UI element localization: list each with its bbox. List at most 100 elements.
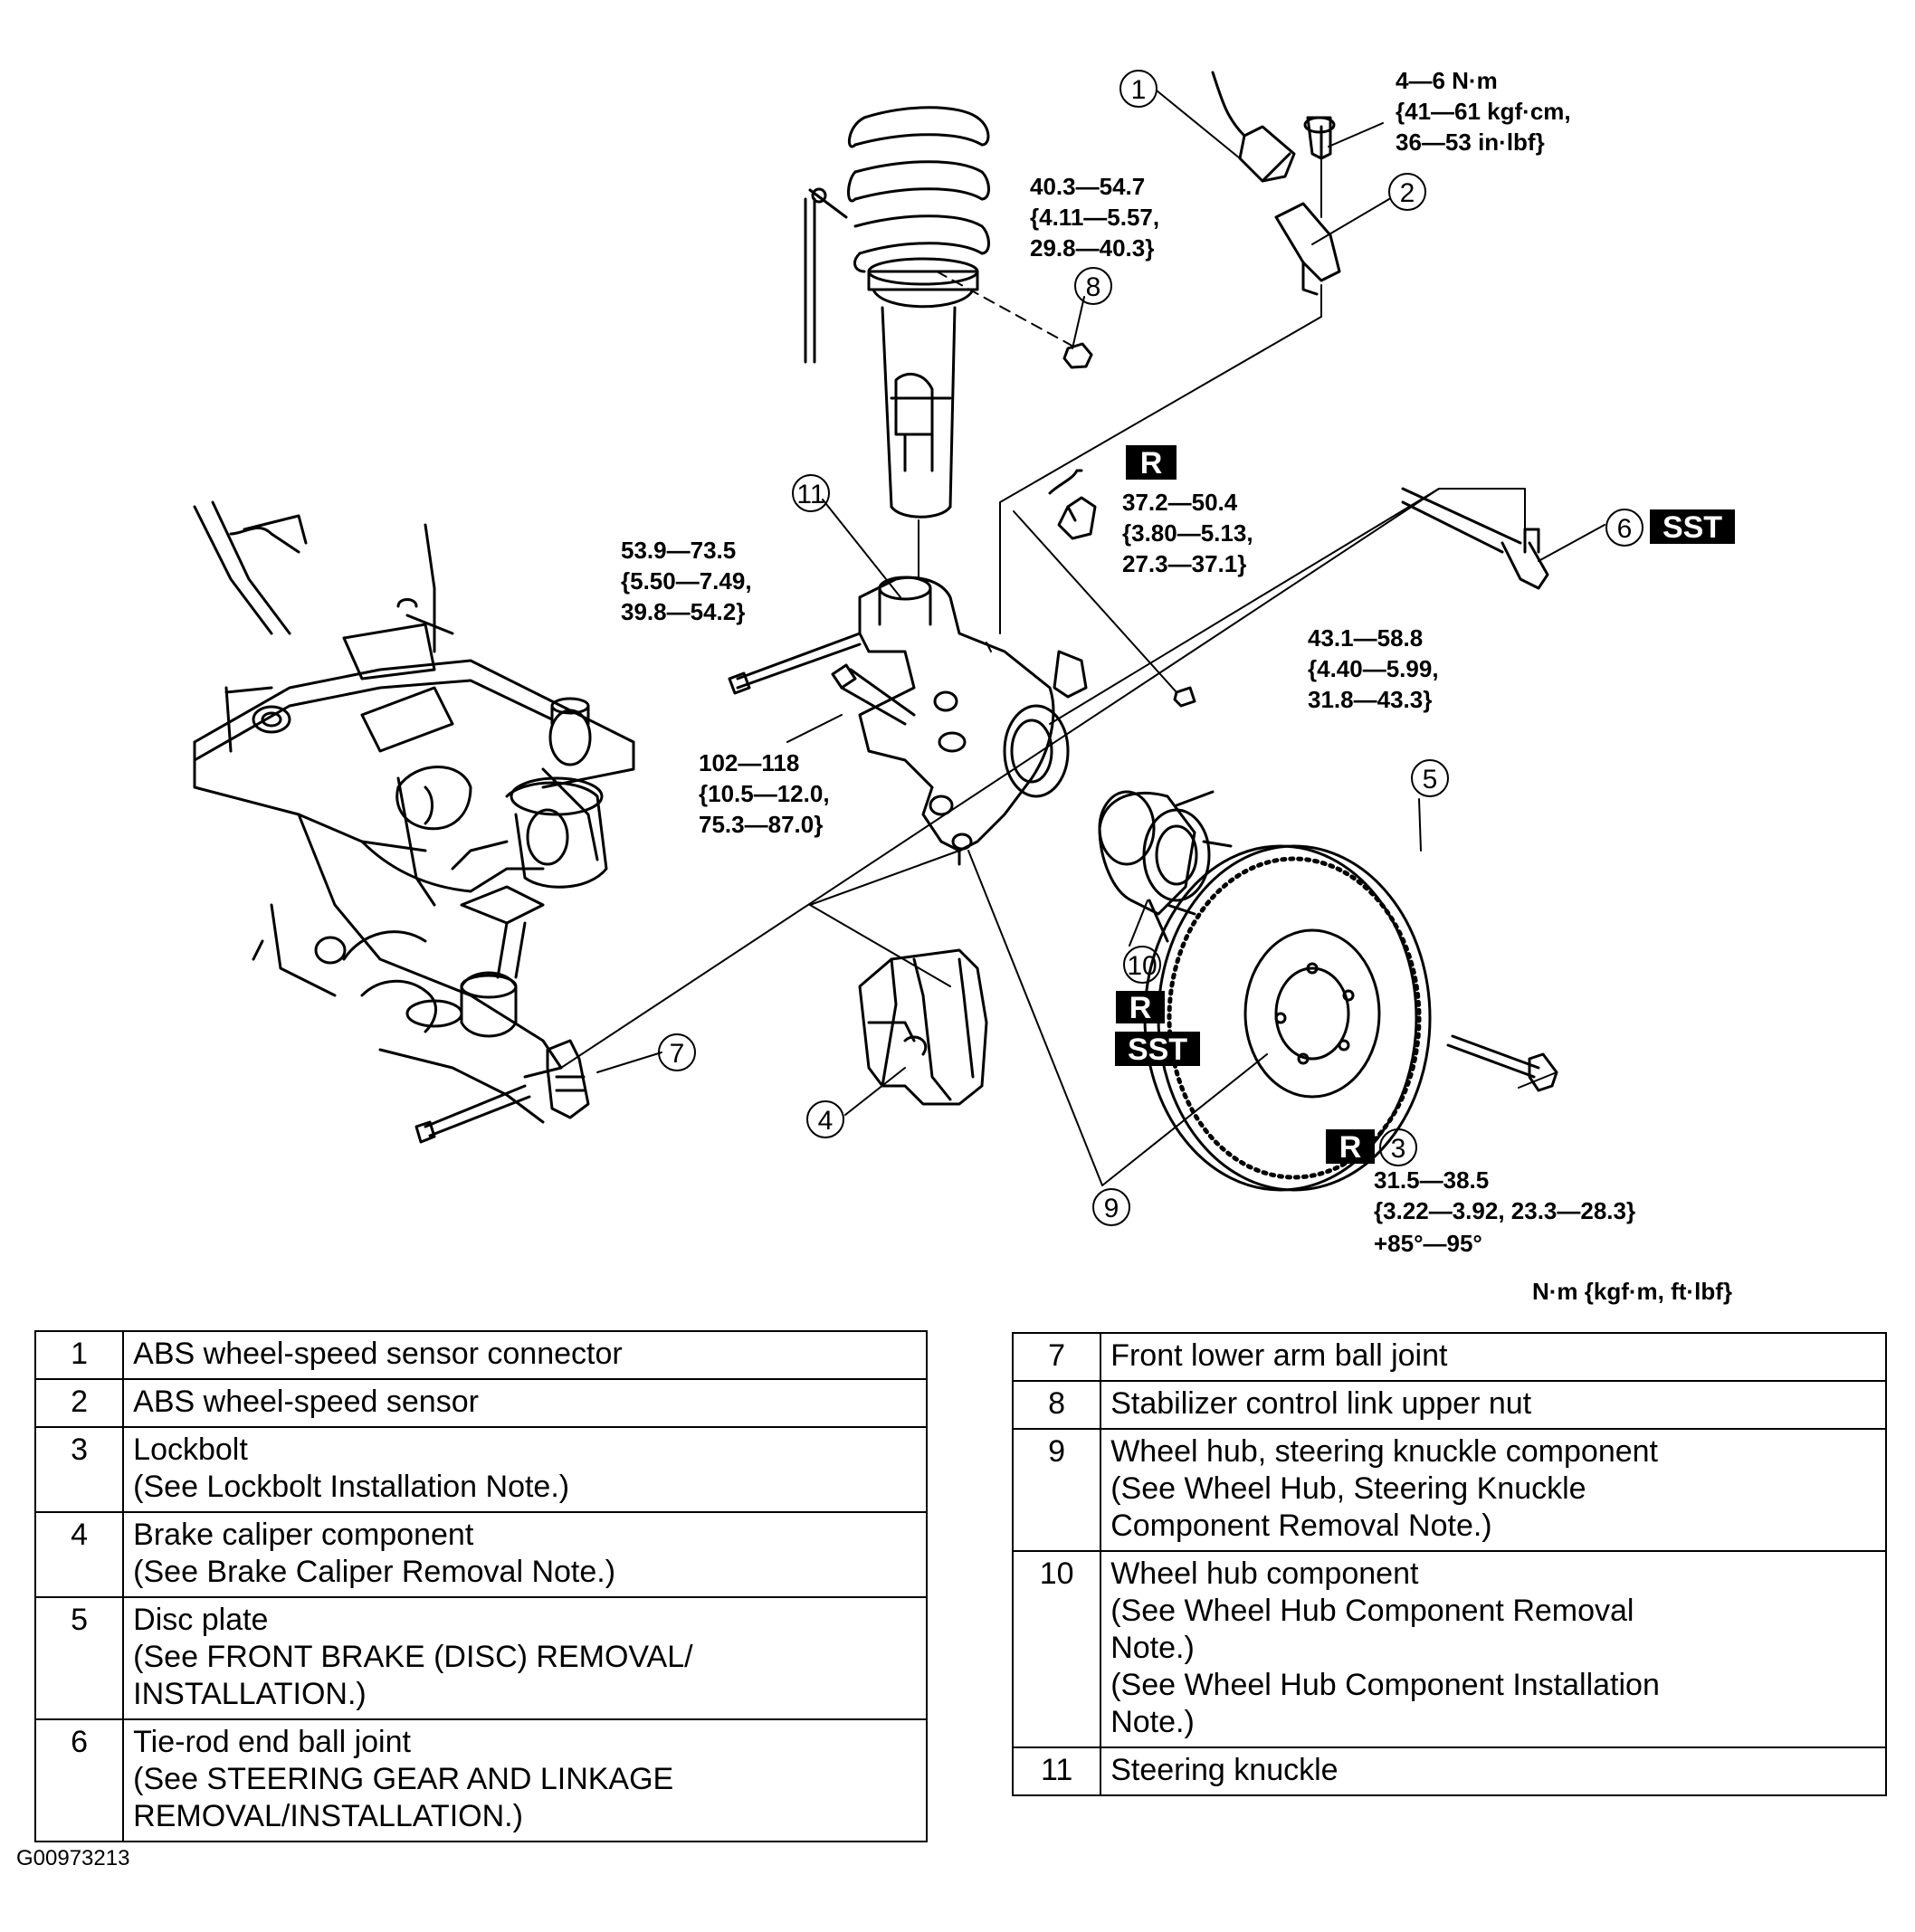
torque-stabilizer-nut: 40.3—54.7 {4.11—5.57, 29.8—40.3} [1030,173,1159,262]
callout-10: 10 [1123,946,1161,984]
part-description: Lockbolt (See Lockbolt Installation Note… [122,1426,928,1513]
svg-text:4: 4 [818,1106,834,1136]
svg-text:53.9—73.5: 53.9—73.5 [621,537,736,564]
part-description: ABS wheel-speed sensor [122,1378,928,1428]
table-row: 4 Brake caliper component (See Brake Cal… [33,1511,928,1598]
callout-9: 9 [1092,1188,1130,1226]
steering-knuckle-drawing [858,576,1088,866]
table-row: 3 Lockbolt (See Lockbolt Installation No… [33,1426,928,1513]
part-number: 7 [1011,1332,1102,1382]
callout-2: 2 [1388,173,1426,211]
part-description: Wheel hub component (See Wheel Hub Compo… [1100,1550,1887,1748]
callout-11: 11 [792,474,830,512]
svg-text:40.3—54.7: 40.3—54.7 [1030,173,1145,200]
table-row: 1 ABS wheel-speed sensor connector [33,1330,928,1380]
svg-text:SST: SST [1128,1033,1187,1067]
r-badge-tierod: R [1126,445,1177,481]
part-description: Front lower arm ball joint [1100,1332,1887,1382]
torque-sensor-bolt: 4—6 N·m {41—61 kgf·cm, 36—53 in·lbf} [1396,67,1571,156]
svg-text:75.3—87.0}: 75.3—87.0} [699,811,823,838]
part-description: Stabilizer control link upper nut [1100,1380,1887,1430]
part-number: 9 [1011,1428,1102,1552]
svg-text:29.8—40.3}: 29.8—40.3} [1030,234,1154,262]
part-description: Disc plate (See FRONT BRAKE (DISC) REMOV… [122,1596,928,1720]
torque-tierod-nut: 37.2—50.4 {3.80—5.13, 27.3—37.1} [1122,489,1253,577]
svg-text:{10.5—12.0,: {10.5—12.0, [699,780,830,807]
svg-text:+85°—95°: +85°—95° [1374,1230,1482,1257]
part-number: 5 [33,1596,125,1720]
table-row: 5 Disc plate (See FRONT BRAKE (DISC) REM… [33,1596,928,1720]
fasteners-drawing [414,125,1558,1144]
svg-text:11: 11 [796,480,824,509]
svg-text:3: 3 [1391,1134,1406,1164]
svg-text:31.5—38.5: 31.5—38.5 [1374,1166,1489,1194]
svg-text:R: R [1140,446,1163,481]
table-row: 11 Steering knuckle [1011,1746,1887,1796]
svg-text:9: 9 [1104,1194,1119,1223]
svg-text:39.8—54.2}: 39.8—54.2} [621,598,745,625]
part-description: Steering knuckle [1100,1746,1887,1796]
svg-text:36—53 in·lbf}: 36—53 in·lbf} [1396,128,1545,156]
callout-5: 5 [1411,759,1449,797]
torque-lockbolt: 31.5—38.5 {3.22—3.92, 23.3—28.3} +85°—95… [1374,1166,1635,1257]
brake-caliper-drawing [858,948,988,1106]
table-row: 6 Tie-rod end ball joint (See STEERING G… [33,1718,928,1842]
table-row: 7 Front lower arm ball joint [1011,1332,1887,1382]
callout-6: 6 [1605,509,1643,547]
parts-table-left: 1 ABS wheel-speed sensor connector 2 ABS… [33,1330,928,1842]
part-description: Tie-rod end ball joint (See STEERING GEA… [122,1718,928,1842]
wheel-hub-drawing [1098,790,1233,943]
part-number: 6 [33,1718,125,1842]
strut-spring-drawing [804,106,1078,580]
svg-text:43.1—58.8: 43.1—58.8 [1308,624,1423,652]
table-row: 9 Wheel hub, steering knuckle component … [1011,1428,1887,1552]
torque-knuckle-bolt: 53.9—73.5 {5.50—7.49, 39.8—54.2} [621,537,752,625]
svg-text:37.2—50.4: 37.2—50.4 [1122,489,1238,516]
part-description: Brake caliper component (See Brake Calip… [122,1511,928,1598]
svg-text:{3.80—5.13,: {3.80—5.13, [1122,519,1253,547]
part-description: ABS wheel-speed sensor connector [122,1330,928,1380]
svg-text:{3.22—3.92, 23.3—28.3}: {3.22—3.92, 23.3—28.3} [1374,1197,1635,1224]
svg-text:{5.50—7.49,: {5.50—7.49, [621,567,752,595]
callout-1: 1 [1119,70,1158,108]
sst-badge-tierod: SST [1650,509,1735,545]
part-number: 10 [1011,1550,1102,1748]
torque-balljoint-nut: 43.1—58.8 {4.40—5.99, 31.8—43.3} [1308,624,1439,713]
svg-text:8: 8 [1086,272,1101,302]
svg-text:6: 6 [1617,514,1633,544]
svg-text:102—118: 102—118 [699,749,799,776]
svg-text:{4.40—5.99,: {4.40—5.99, [1308,655,1439,682]
part-number: 8 [1011,1380,1102,1430]
figure-code: G00973213 [16,1846,130,1870]
svg-text:SST: SST [1663,510,1722,545]
part-number: 2 [33,1378,125,1428]
callout-3: 3 [1379,1128,1417,1166]
abs-sensor-drawing [999,71,1341,634]
table-row: 10 Wheel hub component (See Wheel Hub Co… [1011,1550,1887,1748]
callout-7: 7 [658,1033,696,1071]
torque-caliper-bolt: 102—118 {10.5—12.0, 75.3—87.0} [699,749,830,838]
torque-units-label: N·m {kgf·m, ft·lbf} [1532,1278,1732,1305]
part-number: 4 [33,1511,125,1598]
svg-text:5: 5 [1423,765,1438,795]
svg-text:{4.11—5.57,: {4.11—5.57, [1030,204,1159,231]
svg-text:4—6 N·m: 4—6 N·m [1396,67,1498,94]
svg-text:10: 10 [1127,951,1157,981]
callout-8: 8 [1074,267,1112,305]
parts-table-right: 7 Front lower arm ball joint 8 Stabilize… [1011,1332,1887,1796]
callout-4: 4 [806,1100,844,1138]
part-description: Wheel hub, steering knuckle component (S… [1100,1428,1887,1552]
svg-text:31.8—43.3}: 31.8—43.3} [1308,686,1432,713]
part-number: 11 [1011,1746,1102,1796]
sst-badge-hub: SST [1115,1032,1200,1067]
table-row: 8 Stabilizer control link upper nut [1011,1380,1887,1430]
table-row: 2 ABS wheel-speed sensor [33,1378,928,1428]
crossmember-drawing [193,500,635,1124]
leader-lines [560,90,1605,1186]
r-badge-lockbolt: R [1326,1129,1375,1165]
svg-text:2: 2 [1400,178,1415,208]
svg-text:{41—61 kgf·cm,: {41—61 kgf·cm, [1396,98,1571,125]
r-badge-hub: R [1116,991,1165,1025]
svg-text:R: R [1339,1130,1362,1165]
svg-text:27.3—37.1}: 27.3—37.1} [1122,550,1246,577]
